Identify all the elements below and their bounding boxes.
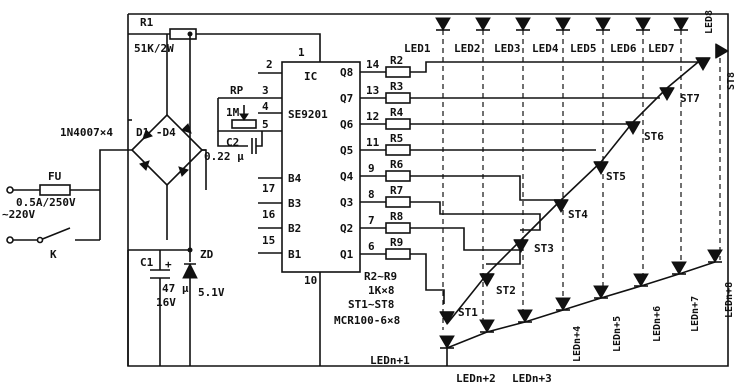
ic-q3: Q3 <box>340 196 353 209</box>
bridge-part: 1N4007×4 <box>60 126 113 139</box>
ic-q4: Q4 <box>340 170 354 183</box>
mains-label: ~220V <box>2 208 35 221</box>
rp-value: 1M <box>226 106 240 119</box>
pin-13: 13 <box>366 84 379 97</box>
output-resistors <box>360 66 411 260</box>
note-line-1: R2~R9 <box>364 270 397 283</box>
ic-pin-5: 5 <box>262 118 269 131</box>
d1-diode <box>142 129 153 140</box>
ic-pin-3: 3 <box>262 84 269 97</box>
d3-diode <box>139 160 150 171</box>
ic-pin-2: 2 <box>266 58 273 71</box>
c1-ref: C1 <box>140 256 154 269</box>
pin-11: 11 <box>366 136 380 149</box>
led8-label: LED8 <box>704 10 715 34</box>
ic-q2: Q2 <box>340 222 353 235</box>
d4-diode <box>178 166 189 177</box>
st1-label: ST1 <box>458 306 478 319</box>
ic-b1: B1 <box>288 248 302 261</box>
pin-14: 14 <box>366 58 380 71</box>
led1-label: LED1 <box>404 42 431 55</box>
led6-label: LED6 <box>610 42 637 55</box>
ledn3-label: LEDn+3 <box>512 372 552 385</box>
ic-pin-10: 10 <box>304 274 317 287</box>
st7-label: ST7 <box>680 92 700 105</box>
ic-b2: B2 <box>288 222 301 235</box>
ledn1-label: LEDn+1 <box>370 354 410 367</box>
r4-label: R4 <box>390 106 404 119</box>
fuse-rating: 0.5A/250V <box>16 196 76 209</box>
ic-pin-4: 4 <box>262 100 269 113</box>
c1-voltage: 16V <box>156 296 176 309</box>
c1-value: 47 μ <box>162 282 189 295</box>
ledn8-label: LEDn+8 <box>724 282 735 318</box>
ic-label: IC <box>304 70 317 83</box>
pin-9: 9 <box>368 162 375 175</box>
st2-label: ST2 <box>496 284 516 297</box>
note-line-3: ST1~ST8 <box>348 298 394 311</box>
ledn4-label: LEDn+4 <box>572 326 583 362</box>
st6-label: ST6 <box>644 130 664 143</box>
bottom-led-chain <box>439 249 723 366</box>
c1-plus: + <box>165 258 172 271</box>
led5-label: LED5 <box>570 42 597 55</box>
r2-label: R2 <box>390 54 403 67</box>
ic-part: SE9201 <box>288 108 328 121</box>
st3-label: ST3 <box>534 242 554 255</box>
pin-8: 8 <box>368 188 375 201</box>
r7-label: R7 <box>390 184 403 197</box>
r3-label: R3 <box>390 80 403 93</box>
ic-q8: Q8 <box>340 66 353 79</box>
r1-ref: R1 <box>140 16 154 29</box>
st8-label: ST8 <box>726 72 737 90</box>
ic-pin-16: 16 <box>262 208 276 221</box>
ic-pin-15: 15 <box>262 234 275 247</box>
ic-q5: Q5 <box>340 144 353 157</box>
ic-q6: Q6 <box>340 118 354 131</box>
led2-label: LED2 <box>454 42 481 55</box>
switch-contact <box>36 236 44 244</box>
mains-terminal-1 <box>6 186 14 194</box>
r1-value: 51K/2W <box>134 42 174 55</box>
led7-label: LED7 <box>648 42 675 55</box>
ic-body <box>281 61 361 273</box>
ledn7-label: LEDn+7 <box>690 296 701 332</box>
ic-q1: Q1 <box>340 248 354 261</box>
led4-label: LED4 <box>532 42 559 55</box>
ic-b4: B4 <box>288 172 302 185</box>
r8-label: R8 <box>390 210 403 223</box>
note-line-4: MCR100-6×8 <box>334 314 400 327</box>
note-line-2: 1K×8 <box>368 284 395 297</box>
pin-6: 6 <box>368 240 375 253</box>
c2-value: 0.22 μ <box>204 150 244 163</box>
pin-12: 12 <box>366 110 379 123</box>
rp-ref: RP <box>230 84 244 97</box>
c2-ref: C2 <box>226 136 239 149</box>
ic-pin-1: 1 <box>298 46 305 59</box>
zd-value: 5.1V <box>198 286 225 299</box>
fuse-ref: FU <box>48 170 62 183</box>
bridge-refs: D1 -D4 <box>136 126 176 139</box>
pin-7: 7 <box>368 214 375 227</box>
r9-label: R9 <box>390 236 403 249</box>
switch-label: K <box>50 248 57 261</box>
zd-ref: ZD <box>200 248 214 261</box>
st5-label: ST5 <box>606 170 626 183</box>
ledn5-label: LEDn+5 <box>612 316 623 352</box>
st4-label: ST4 <box>568 208 588 221</box>
ic-b3: B3 <box>288 197 301 210</box>
ledn6-label: LEDn+6 <box>652 306 663 342</box>
ic-q7: Q7 <box>340 92 353 105</box>
r5-label: R5 <box>390 132 403 145</box>
r1-resistor <box>169 28 197 40</box>
r6-label: R6 <box>390 158 404 171</box>
led3-label: LED3 <box>494 42 521 55</box>
ic-pin-17: 17 <box>262 182 275 195</box>
thyristor-chain <box>439 57 711 325</box>
ledn2-label: LEDn+2 <box>456 372 496 385</box>
